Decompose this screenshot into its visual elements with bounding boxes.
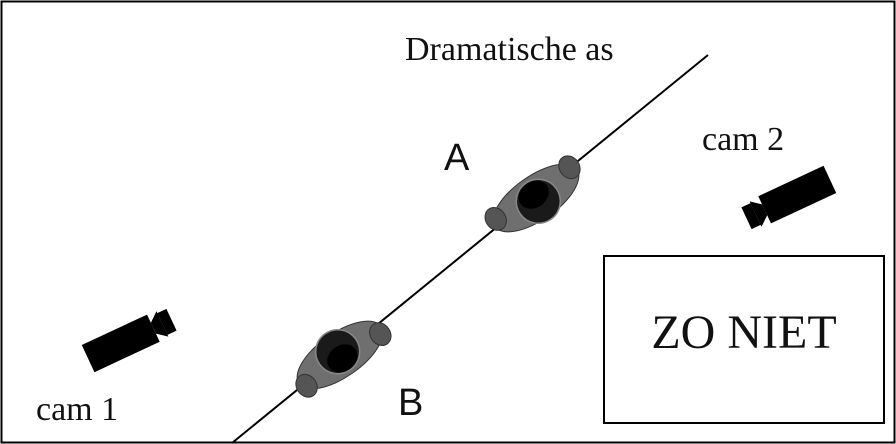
actor-b-icon bbox=[295, 320, 392, 398]
camera-1-label: cam 1 bbox=[36, 391, 118, 428]
warning-box-text: ZO NIET bbox=[651, 306, 836, 359]
camera-2-label: cam 2 bbox=[702, 121, 784, 158]
camera-1-icon bbox=[81, 308, 177, 373]
camera-2-icon bbox=[741, 165, 837, 230]
actor-a-label: A bbox=[444, 137, 470, 179]
warning-box bbox=[603, 255, 885, 424]
actor-b-label: B bbox=[398, 382, 423, 424]
axis-label: Dramatische as bbox=[405, 31, 614, 68]
actor-a-icon bbox=[484, 155, 581, 233]
